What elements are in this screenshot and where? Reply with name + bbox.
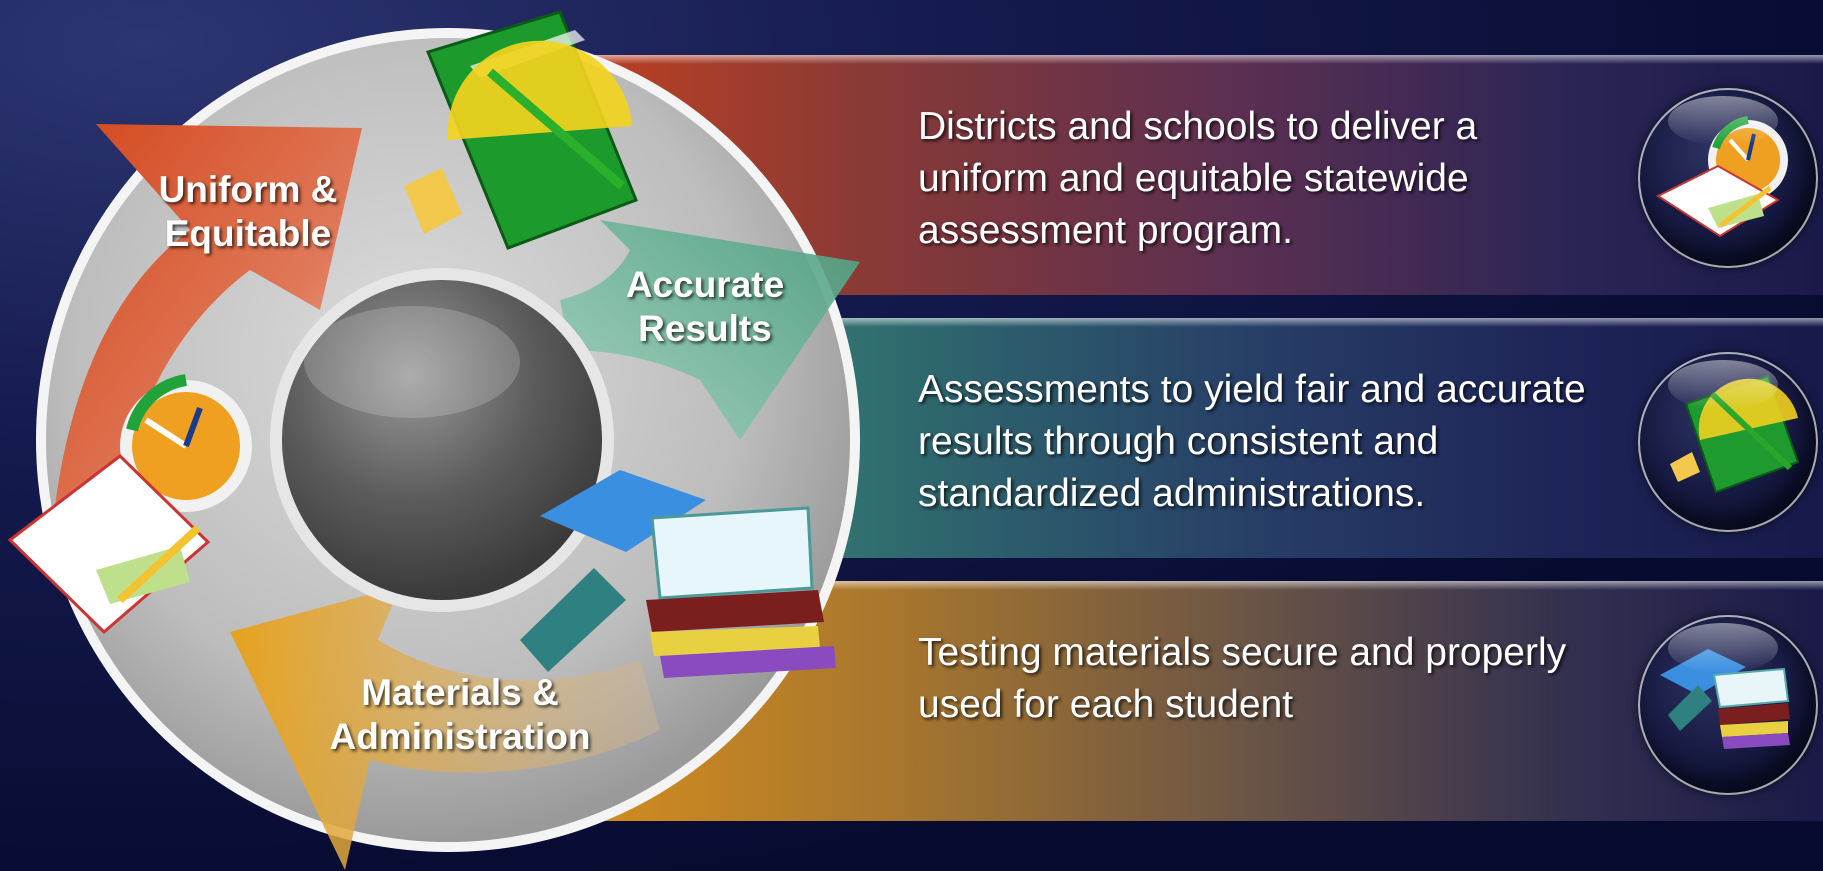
label-uniform-equitable: Uniform & Equitable [128, 168, 368, 256]
band-text-uniform: Districts and schools to deliver a unifo… [918, 105, 1478, 252]
label-uniform-line1: Uniform & [158, 169, 338, 210]
hub [282, 280, 602, 600]
book-stack-icon [1638, 615, 1818, 795]
protractor-book-icon [404, 10, 638, 250]
label-materials-line2: Administration [329, 716, 591, 757]
protractor-book-icon [1638, 352, 1818, 532]
label-materials-line1: Materials & [361, 672, 559, 713]
label-accurate-results: Accurate Results [590, 263, 820, 351]
band-text-accurate: Assessments to yield fair and accurate r… [918, 368, 1586, 515]
label-uniform-line2: Equitable [164, 213, 332, 254]
arrow-materials [230, 586, 660, 870]
clock-notebook-icon [7, 374, 252, 635]
book-stack-icon [520, 470, 836, 678]
cycle-wheel [7, 10, 860, 870]
label-accurate-line2: Results [638, 308, 772, 349]
label-accurate-line1: Accurate [625, 264, 785, 305]
label-materials-administration: Materials & Administration [290, 671, 630, 759]
clock-notebook-icon [1638, 88, 1818, 268]
band-text-materials: Testing materials secure and properly us… [918, 631, 1567, 726]
arrow-accurate [560, 220, 860, 440]
